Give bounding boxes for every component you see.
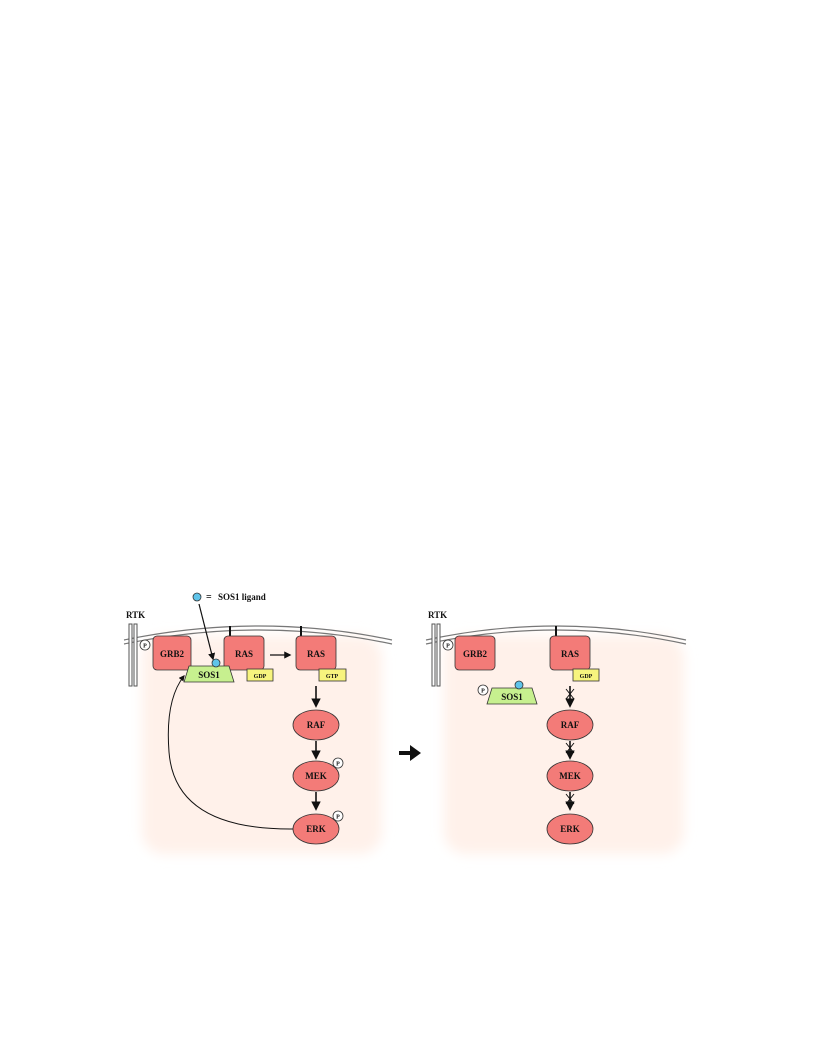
left-gdp-box	[246, 668, 274, 682]
left-ras1-label: RAS	[235, 649, 253, 659]
legend-text: SOS1 ligand	[218, 592, 266, 602]
left-gdp-label: GDP	[254, 674, 267, 680]
right-gdp-label: GDP	[580, 674, 593, 680]
left-mek-ellipse	[292, 760, 340, 792]
right-panel: RTK P GRB2 SOS1 P RAS GDP RAF MEK ERK	[425, 610, 687, 854]
left-grb2-label: GRB2	[160, 649, 185, 659]
right-erk-ellipse	[546, 813, 594, 845]
right-grb2-label: GRB2	[463, 649, 488, 659]
left-gtp-box	[318, 668, 347, 682]
sos1-ligand-legend-dot	[192, 592, 202, 602]
transition-arrow	[399, 745, 421, 761]
feedback-arrow	[167, 675, 294, 830]
left-sos1-ligand-dot	[211, 658, 221, 668]
right-raf-ellipse	[546, 709, 594, 741]
left-erk-phospho-label: P	[336, 815, 340, 821]
right-raf-label: RAF	[561, 720, 580, 730]
right-grb2-box	[454, 635, 496, 671]
right-sos1-phospho-circle	[477, 684, 489, 696]
legend-equals: =	[206, 592, 212, 603]
left-gtp-label: GTP	[326, 674, 339, 680]
right-sos1-label: SOS1	[501, 692, 523, 702]
right-block-mark-2	[565, 742, 575, 754]
right-rtk-receptor-a	[431, 623, 436, 687]
left-sos1-label: SOS1	[198, 670, 220, 680]
right-rtk-phospho-label: P	[446, 644, 450, 650]
left-erk-label: ERK	[306, 824, 326, 834]
right-rtk-receptor-b	[436, 623, 441, 687]
right-block-mark-3	[565, 793, 575, 805]
right-sos1-phospho-label: P	[481, 689, 485, 695]
left-erk-phospho-circle	[332, 810, 344, 822]
left-grb2-box	[152, 635, 192, 671]
right-mek-ellipse	[546, 760, 594, 792]
left-rtk-phospho-label: P	[143, 644, 147, 650]
right-gdp-box	[572, 668, 600, 682]
left-rtk-label: RTK	[126, 610, 145, 620]
right-ras-label: RAS	[561, 649, 579, 659]
right-erk-label: ERK	[560, 824, 580, 834]
left-ras2-box	[295, 635, 337, 671]
right-block-mark-1	[565, 688, 575, 700]
right-rtk-label: RTK	[428, 610, 447, 620]
right-rtk-phospho-circle	[442, 639, 454, 651]
left-rtk-phospho-circle	[139, 639, 151, 651]
left-rtk-receptor-b	[133, 623, 138, 687]
left-cytoplasm	[142, 636, 382, 854]
left-panel: RTK P = SOS1 ligand GRB2 RAS GDP SOS1 RA…	[123, 592, 393, 854]
left-ras2-label: RAS	[307, 649, 325, 659]
right-mek-label: MEK	[559, 771, 581, 781]
left-mek-phospho-circle	[332, 757, 344, 769]
left-rtk-receptor-a	[128, 623, 133, 687]
right-sos1-ligand-dot	[514, 680, 524, 690]
left-raf-label: RAF	[307, 720, 326, 730]
left-ras1-box	[223, 635, 265, 671]
left-raf-ellipse	[292, 709, 340, 741]
left-mek-phospho-label: P	[336, 762, 340, 768]
right-ras-box	[549, 635, 591, 671]
left-membrane-outer	[123, 625, 393, 641]
left-mek-label: MEK	[305, 771, 327, 781]
ligand-arrow	[198, 603, 216, 661]
